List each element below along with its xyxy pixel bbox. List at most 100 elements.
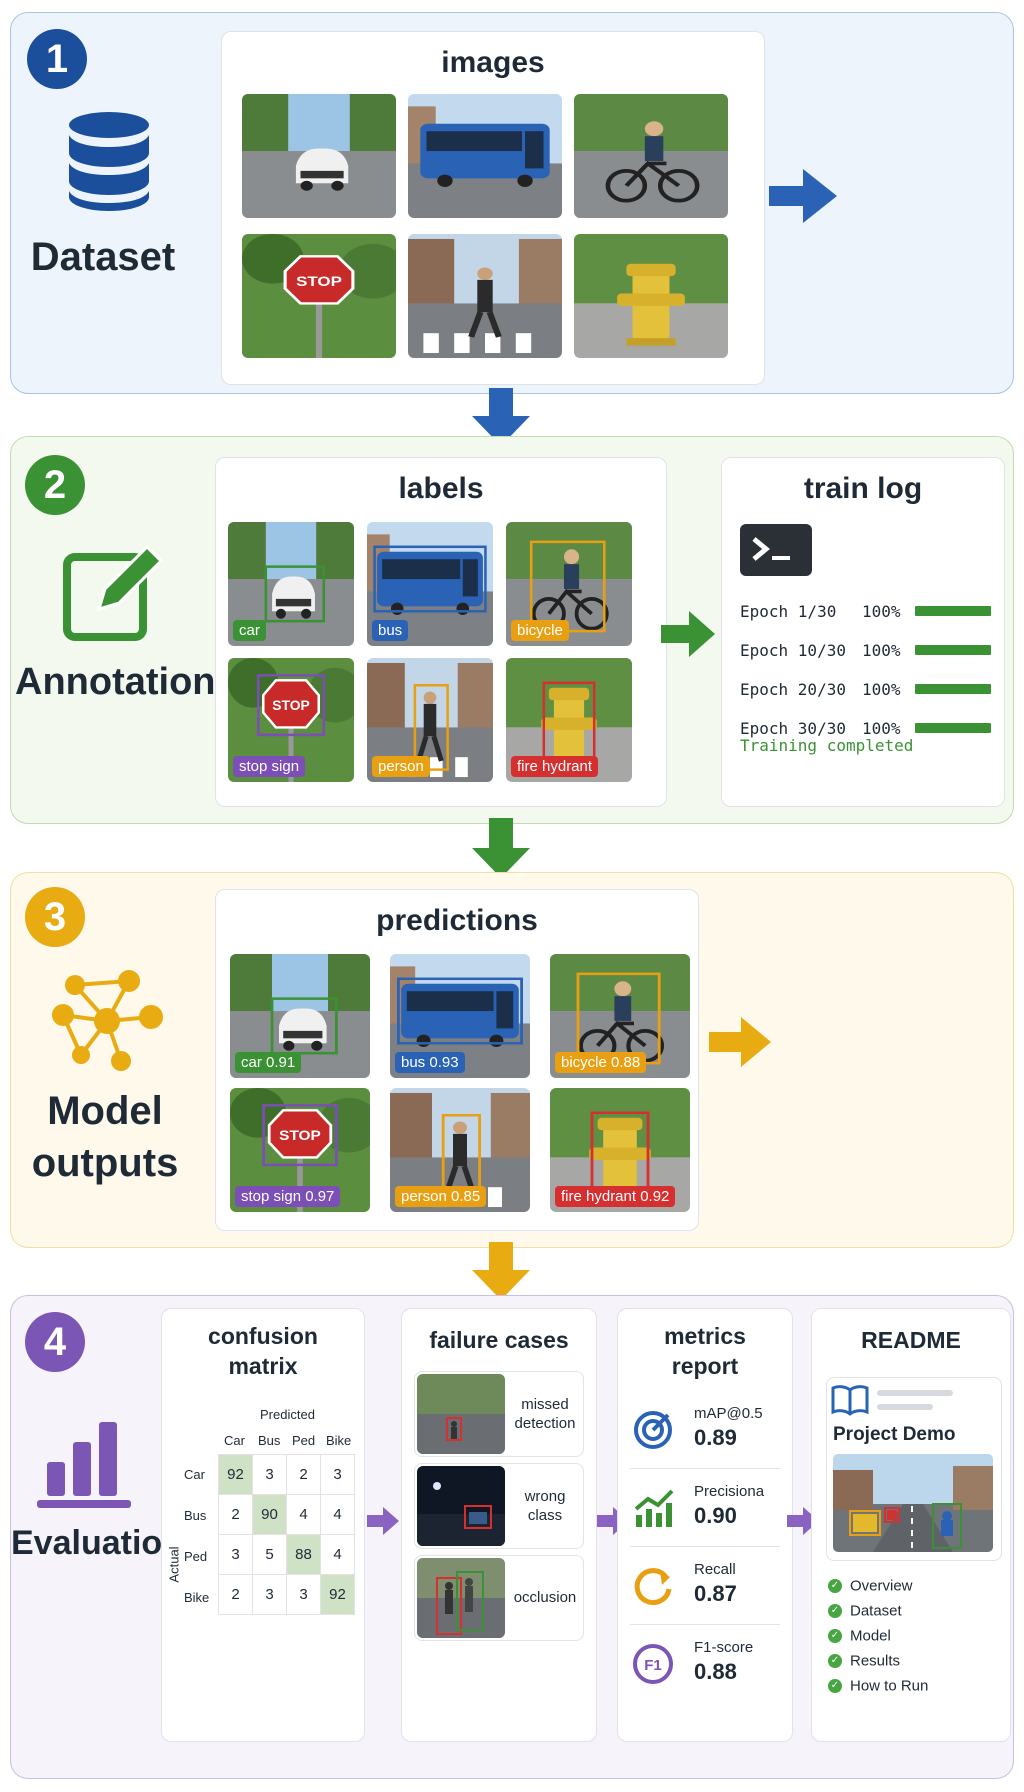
confusion-title-line2: matrix <box>228 1353 298 1379</box>
epoch-label: Epoch 1/30 <box>740 602 837 621</box>
model-outputs-section: 3 Model outputs predictions car 0.91 bus … <box>10 872 1014 1248</box>
doc-placeholder-line <box>877 1404 933 1410</box>
readme-checklist-item: ✓Dataset <box>828 1602 902 1620</box>
failure-case-image <box>417 1374 505 1454</box>
readme-checklist-item: ✓How to Run <box>828 1677 928 1695</box>
images-card: images STOP <box>221 31 765 385</box>
terminal-icon <box>740 524 812 576</box>
arrow-right-purple-1 <box>367 1507 399 1535</box>
arrow-right-blue <box>769 169 837 223</box>
arrow-right-yellow <box>709 1017 771 1067</box>
predictions-title: predictions <box>376 904 538 937</box>
label-tag: bus 0.93 <box>395 1052 465 1073</box>
epoch-progress-bar <box>915 606 991 616</box>
thumbnail-car <box>242 94 396 218</box>
failure-case-item: missed detection <box>414 1371 584 1457</box>
svg-text:F1: F1 <box>644 1657 662 1674</box>
readme-checklist-item: ✓Overview <box>828 1577 913 1595</box>
matrix-cell: 3 <box>218 1534 253 1575</box>
check-icon: ✓ <box>828 1629 842 1644</box>
arrow-right-green <box>661 611 715 657</box>
refresh-icon <box>632 1565 674 1607</box>
step-label-model-outputs: Model outputs <box>31 1089 179 1185</box>
readme-checklist-item: ✓Results <box>828 1652 900 1670</box>
metric-name: Precisiona <box>694 1483 765 1500</box>
svg-text:STOP: STOP <box>279 1129 321 1144</box>
failure-case-image <box>417 1558 505 1638</box>
epoch-label: Epoch 20/30 <box>740 680 846 699</box>
metric-value: 0.89 <box>694 1425 737 1450</box>
arrow-down-green <box>472 818 530 878</box>
thumbnail-bus: bus <box>367 522 493 646</box>
step-label-annotation: Annotation <box>15 661 216 703</box>
actual-class-header: Bus <box>184 1508 207 1523</box>
step-label-evaluation: Evaluation <box>11 1524 183 1562</box>
thumbnail-fire-hydrant <box>574 234 728 358</box>
failure-case-item: occlusion <box>414 1555 584 1641</box>
readme-title: README <box>861 1327 961 1353</box>
label-tag: bus <box>372 620 409 641</box>
metrics-title-line2: report <box>671 1353 739 1379</box>
metric-name: mAP@0.5 <box>694 1405 763 1422</box>
arrow-down-blue <box>472 388 530 446</box>
database-icon <box>67 111 151 211</box>
readme-item-label: Results <box>850 1652 901 1670</box>
matrix-cell: 2 <box>218 1494 253 1535</box>
label-tag: fire hydrant <box>511 756 599 777</box>
matrix-cell: 90 <box>252 1494 287 1535</box>
metric-value: 0.90 <box>694 1503 737 1528</box>
failure-case-label: missed detection <box>514 1395 576 1433</box>
step-number-3: 3 <box>25 887 85 947</box>
thumbnail-bicycle: bicycle <box>506 522 632 646</box>
failure-cases-title: failure cases <box>429 1327 569 1353</box>
step-number-2: 2 <box>25 455 85 515</box>
label-tag: bicycle <box>511 620 569 641</box>
label-tag: fire hydrant 0.92 <box>555 1186 676 1207</box>
epoch-percent: 100% <box>862 680 901 699</box>
label-tag: person <box>372 756 430 777</box>
metric-item: mAP@0.5 0.89 <box>630 1393 780 1469</box>
thumbnail-stop-sign: STOP stop sign 0.97 <box>230 1088 370 1212</box>
label-tag: car <box>233 620 266 641</box>
label-tag: person 0.85 <box>395 1186 487 1207</box>
thumbnail-car: car 0.91 <box>230 954 370 1078</box>
matrix-cell: 92 <box>320 1574 355 1615</box>
check-icon: ✓ <box>828 1604 842 1619</box>
label-tag: stop sign 0.97 <box>235 1186 341 1207</box>
matrix-cell: 4 <box>320 1494 355 1535</box>
evaluation-section: 4 Evaluation confusion matrix Predicted … <box>10 1295 1014 1779</box>
training-status: Training completed <box>740 736 914 755</box>
thumbnail-stop-sign: STOP <box>242 234 396 358</box>
svg-text:STOP: STOP <box>296 275 342 290</box>
label-tag: stop sign <box>233 756 306 777</box>
failure-case-item: wrong class <box>414 1463 584 1549</box>
metric-name: Recall <box>694 1561 736 1578</box>
svg-text:STOP: STOP <box>272 698 309 713</box>
thumbnail-bus: bus 0.93 <box>390 954 530 1078</box>
thumbnail-fire-hydrant: fire hydrant <box>506 658 632 782</box>
metric-name: F1-score <box>694 1639 754 1656</box>
readme-item-label: Model <box>850 1627 891 1645</box>
project-name: Project Demo <box>833 1424 956 1445</box>
matrix-cell: 3 <box>320 1454 355 1495</box>
epoch-percent: 100% <box>862 719 901 738</box>
matrix-cell: 4 <box>320 1534 355 1575</box>
step-number-1: 1 <box>27 29 87 89</box>
network-nodes-icon <box>51 967 169 1071</box>
epoch-progress-bar <box>915 723 991 733</box>
label-tag: car 0.91 <box>235 1052 302 1073</box>
readme-card: README Project Demo ✓Overview✓Dataset✓Mo… <box>811 1308 1011 1742</box>
thumbnail-bicycle <box>574 94 728 218</box>
check-icon: ✓ <box>828 1579 842 1594</box>
thumbnail-person: person <box>367 658 493 782</box>
matrix-cell: 2 <box>218 1574 253 1615</box>
predicted-class-header: Bike <box>326 1433 352 1448</box>
edit-pencil-icon <box>61 541 165 645</box>
arrow-down-yellow <box>472 1242 530 1300</box>
step-number-4: 4 <box>25 1312 85 1372</box>
